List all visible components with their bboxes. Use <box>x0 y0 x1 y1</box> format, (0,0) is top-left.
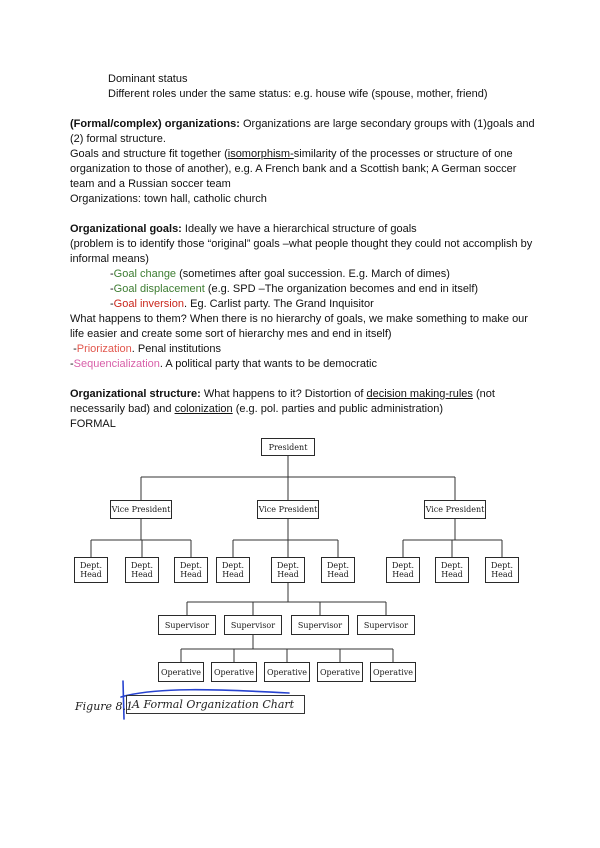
note-line: Organizational structure: What happens t… <box>70 387 540 417</box>
org-box-vice-president: Vice President <box>424 500 486 519</box>
note-text: . Penal institutions <box>131 343 222 355</box>
org-box-dept-head: Dept. Head <box>321 557 355 583</box>
note-text: similarity of the processes or structure… <box>70 148 520 190</box>
note-line: What happens to them? When there is no h… <box>70 312 540 342</box>
note-line: -Priorization. Penal institutions <box>70 342 540 357</box>
term-sequencialization: Sequencialization <box>73 358 160 370</box>
org-box-supervisor: Supervisor <box>291 615 349 635</box>
org-box-dept-head: Dept. Head <box>485 557 519 583</box>
term-goal-inversion: Goal inversion <box>113 298 184 310</box>
org-box-operative: Operative <box>211 662 257 682</box>
note-line: (problem is to identify those “original”… <box>70 237 540 267</box>
note-text: Different roles under the same status: e… <box>108 88 488 100</box>
note-text: Organizations are large secondary groups… <box>70 118 538 145</box>
underlined-term-colonization: colonization <box>174 403 233 415</box>
term-goal-change: Goal change <box>113 268 177 280</box>
org-box-supervisor: Supervisor <box>357 615 415 635</box>
org-box-operative: Operative <box>158 662 204 682</box>
note-text: (problem is to identify those “original”… <box>70 238 536 265</box>
note-text: - <box>70 358 74 370</box>
figure-label: Figure 8.1 <box>75 700 134 713</box>
org-box-dept-head: Dept. Head <box>174 557 208 583</box>
status-notes-block: Dominant status Different roles under th… <box>70 72 540 102</box>
organizational-goals-block: Organizational goals: Ideally we have a … <box>70 222 540 372</box>
organizational-structure-block: Organizational structure: What happens t… <box>70 387 540 432</box>
org-box-operative: Operative <box>370 662 416 682</box>
org-box-vice-president: Vice President <box>257 500 319 519</box>
notes-text: Dominant status Different roles under th… <box>70 72 540 447</box>
org-box-dept-head: Dept. Head <box>125 557 159 583</box>
note-line: -Goal inversion. Eg. Carlist party. The … <box>110 297 540 312</box>
note-text: (e.g. SPD –The organization becomes and … <box>204 283 479 295</box>
note-line: Organizations: town hall, catholic churc… <box>70 192 540 207</box>
heading-organizational-goals: Organizational goals: <box>70 223 182 235</box>
org-box-dept-head: Dept. Head <box>74 557 108 583</box>
note-text: - <box>110 298 114 310</box>
note-text: FORMAL <box>70 418 116 430</box>
note-text: What happens to it? Distortion of <box>200 388 367 400</box>
note-text: - <box>110 268 114 280</box>
note-text: (not necessarily bad) and <box>70 388 498 415</box>
note-text: (e.g. pol. parties and public administra… <box>232 403 443 415</box>
note-line: Goals and structure fit together (isomor… <box>70 147 540 192</box>
org-chart-figure: President Vice President Vice President … <box>0 437 600 737</box>
note-text: - <box>110 283 114 295</box>
org-chart-connectors <box>90 456 503 720</box>
org-box-dept-head: Dept. Head <box>435 557 469 583</box>
org-box-operative: Operative <box>317 662 363 682</box>
org-box-vice-president: Vice President <box>110 500 172 519</box>
note-line: Dominant status <box>108 72 540 87</box>
note-text: Ideally we have a hierarchical structure… <box>181 223 417 235</box>
underlined-term-isomorphism: isomorphism- <box>227 148 294 160</box>
note-text: Goals and structure fit together ( <box>70 148 228 160</box>
note-line: Organizational goals: Ideally we have a … <box>70 222 540 237</box>
heading-organizational-structure: Organizational structure: <box>70 388 201 400</box>
org-box-supervisor: Supervisor <box>158 615 216 635</box>
underlined-term-decision-making-rules: decision making-rules <box>366 388 473 400</box>
org-box-dept-head: Dept. Head <box>386 557 420 583</box>
note-line: -Sequencialization. A political party th… <box>70 357 540 372</box>
note-text: . A political party that wants to be dem… <box>159 358 377 370</box>
org-box-operative: Operative <box>264 662 310 682</box>
org-box-dept-head: Dept. Head <box>216 557 250 583</box>
org-box-supervisor: Supervisor <box>224 615 282 635</box>
term-priorization: Priorization <box>76 343 132 355</box>
note-text: (sometimes after goal succession. E.g. M… <box>176 268 450 280</box>
note-line: -Goal displacement (e.g. SPD –The organi… <box>110 282 540 297</box>
note-line: (Formal/complex) organizations: Organiza… <box>70 117 540 147</box>
org-box-dept-head: Dept. Head <box>271 557 305 583</box>
note-text: Dominant status <box>108 73 188 85</box>
note-line: FORMAL <box>70 417 540 432</box>
term-goal-displacement: Goal displacement <box>113 283 205 295</box>
organizations-block: (Formal/complex) organizations: Organiza… <box>70 117 540 207</box>
note-text: . Eg. Carlist party. The Grand Inquisito… <box>184 298 374 310</box>
note-text: Organizations: town hall, catholic churc… <box>70 193 267 205</box>
figure-title: A Formal Organization Chart <box>126 695 306 714</box>
note-text: What happens to them? When there is no h… <box>70 313 532 340</box>
note-line: -Goal change (sometimes after goal succe… <box>110 267 540 282</box>
heading-organizations: (Formal/complex) organizations: <box>70 118 240 130</box>
pen-mark-blue <box>120 680 290 720</box>
note-line: Different roles under the same status: e… <box>108 87 540 102</box>
org-box-president: President <box>261 438 315 456</box>
note-text: - <box>70 343 77 355</box>
